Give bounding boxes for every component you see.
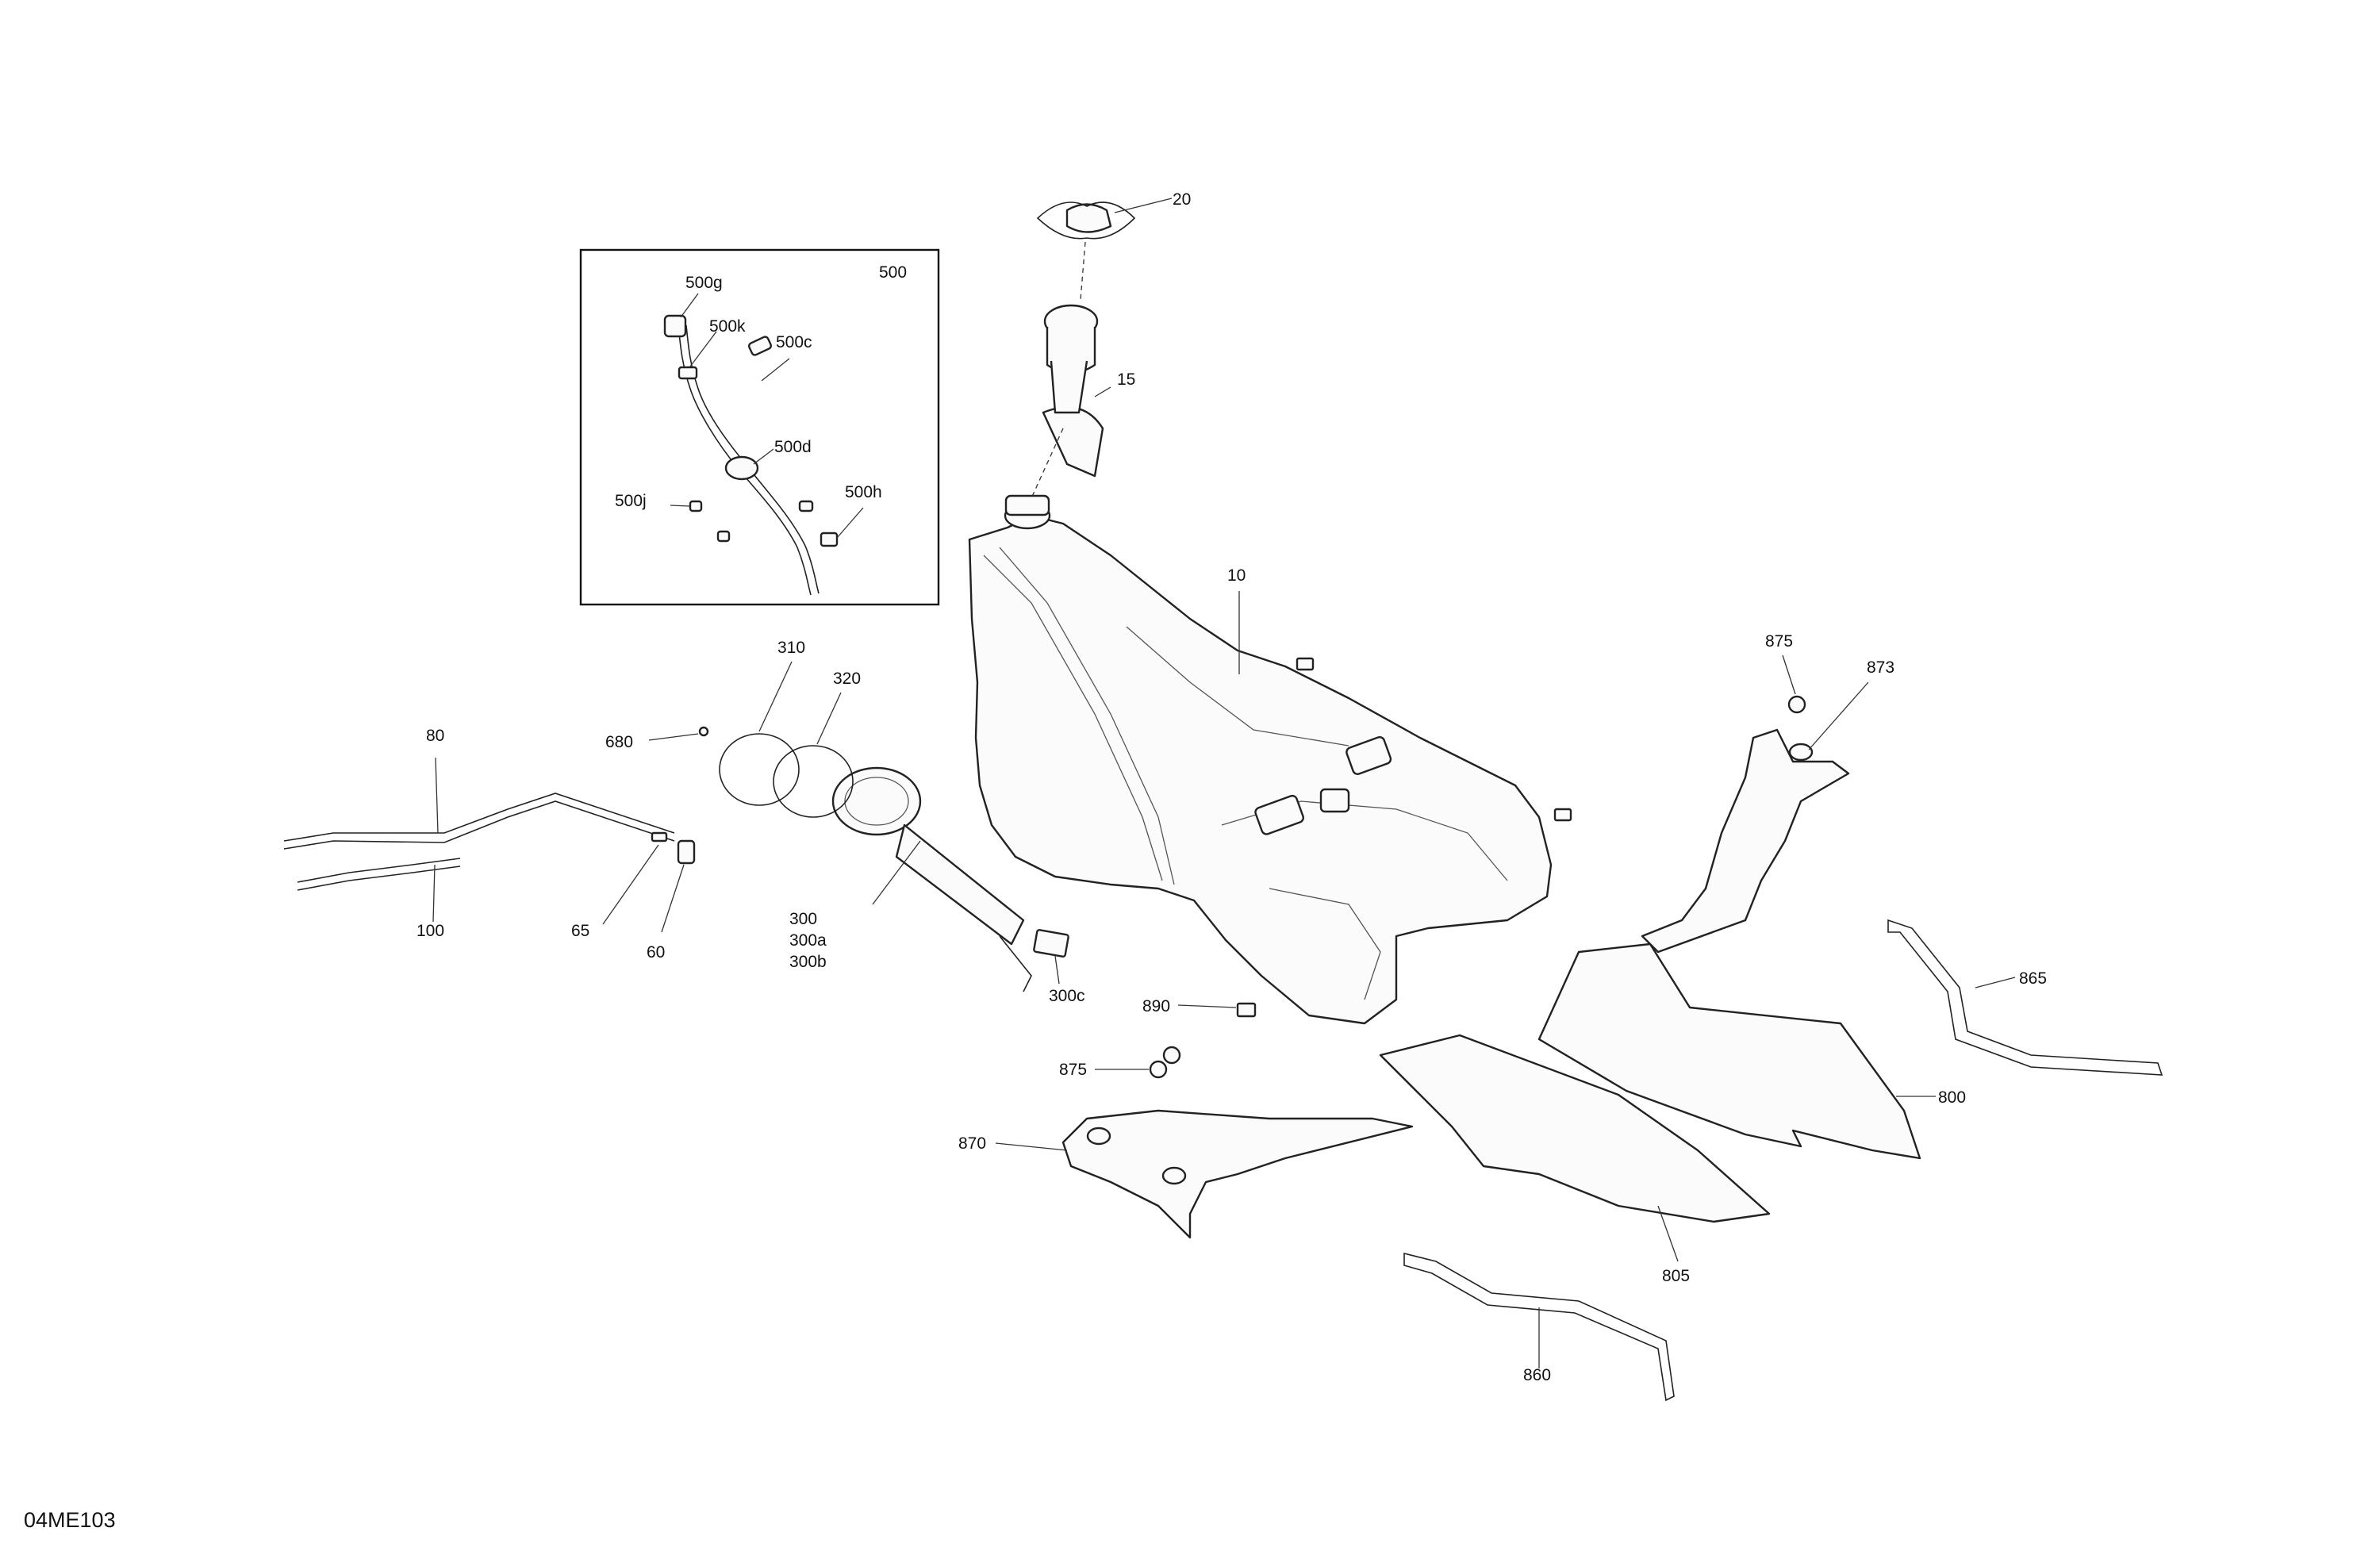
callout-10: 10: [1227, 566, 1246, 585]
callout-labels: 20 15 10 500 500g 500k 500c 500d 500j 50…: [416, 190, 2047, 1384]
callout-500d: 500d: [774, 438, 812, 456]
callout-680: 680: [605, 733, 633, 751]
fuel-lines: [283, 757, 696, 933]
callout-860: 860: [1523, 1366, 1551, 1384]
callout-500j: 500j: [615, 492, 647, 510]
callout-865: 865: [2019, 969, 2047, 988]
mounting-straps: [1403, 919, 2163, 1402]
callout-65: 65: [571, 922, 589, 940]
callout-20: 20: [1173, 190, 1191, 209]
leader-890: [1177, 1004, 1237, 1008]
callout-500h: 500h: [845, 483, 882, 501]
callout-500g: 500g: [685, 274, 723, 292]
callout-805: 805: [1662, 1267, 1690, 1285]
callout-500k: 500k: [709, 317, 746, 336]
diagram-code: 04ME103: [24, 1508, 116, 1532]
fuel-pump: [831, 766, 1069, 992]
callout-300c: 300c: [1049, 987, 1085, 1005]
floor-pads: [1379, 942, 1936, 1262]
callout-500: 500: [879, 263, 907, 282]
inset-box-500: [579, 248, 940, 606]
callout-875-bottom: 875: [1059, 1061, 1087, 1079]
callout-320: 320: [833, 670, 861, 688]
callout-890: 890: [1142, 997, 1170, 1015]
filler-neck-and-cap: [1031, 198, 1173, 499]
heat-shields: [995, 654, 1869, 1239]
callout-15: 15: [1117, 370, 1135, 389]
callout-870: 870: [958, 1134, 986, 1153]
callout-100: 100: [416, 922, 444, 940]
callout-300a: 300a: [789, 931, 827, 950]
callout-300: 300: [789, 910, 817, 928]
callout-310: 310: [777, 639, 805, 657]
fuel-tank: [968, 494, 1572, 1025]
callout-60: 60: [647, 943, 665, 961]
callout-800: 800: [1938, 1088, 1966, 1107]
callout-875-top: 875: [1765, 632, 1793, 651]
callout-873: 873: [1867, 658, 1894, 677]
callout-300b: 300b: [789, 953, 827, 971]
callout-500c: 500c: [776, 333, 812, 351]
pump-gaskets: [648, 661, 854, 818]
callout-80: 80: [426, 727, 444, 745]
